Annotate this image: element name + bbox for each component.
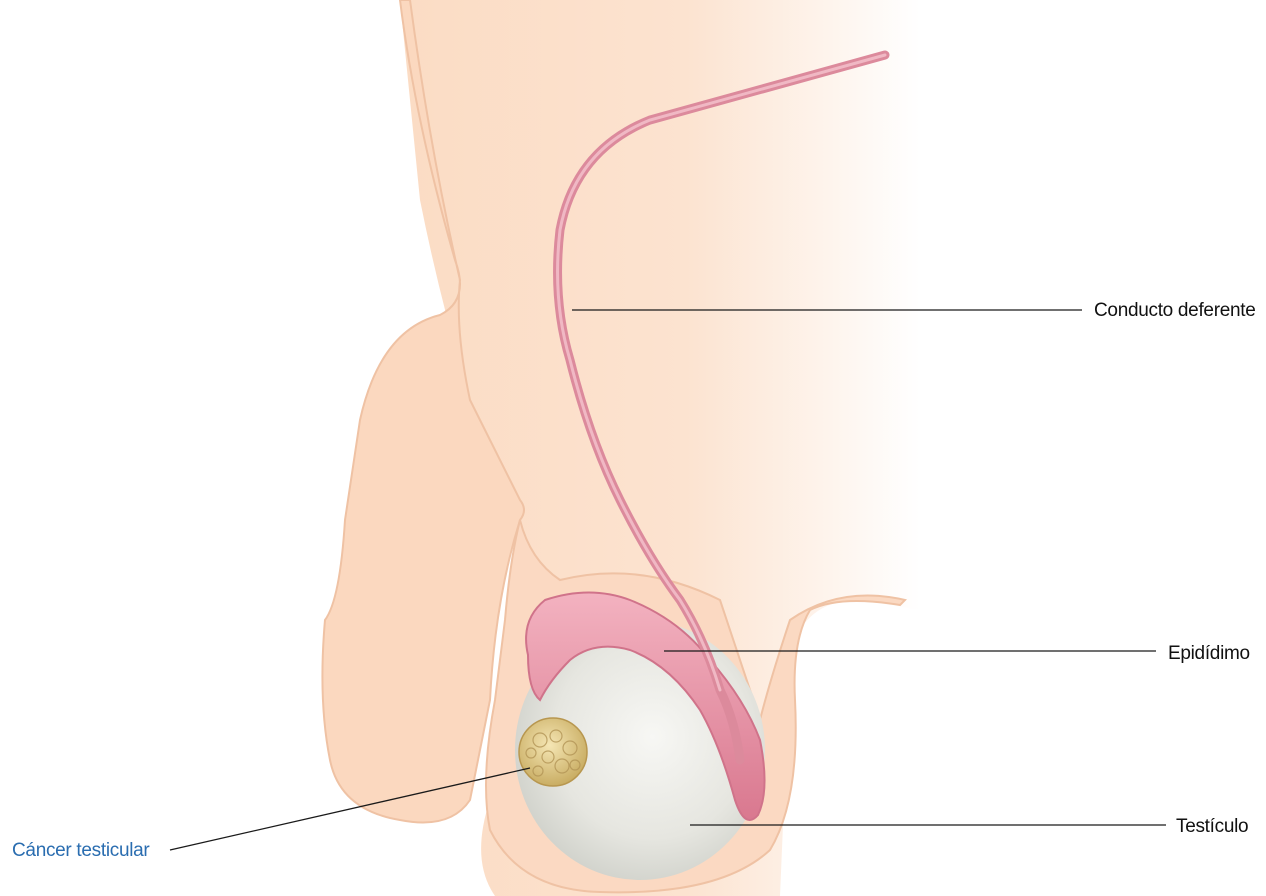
label-vas-deferens: Conducto deferente — [1094, 301, 1256, 320]
label-testicle: Testículo — [1176, 817, 1248, 836]
label-testicular-cancer: Cáncer testicular — [12, 841, 149, 860]
label-epididymis: Epidídimo — [1168, 644, 1250, 663]
tumor — [519, 718, 587, 786]
